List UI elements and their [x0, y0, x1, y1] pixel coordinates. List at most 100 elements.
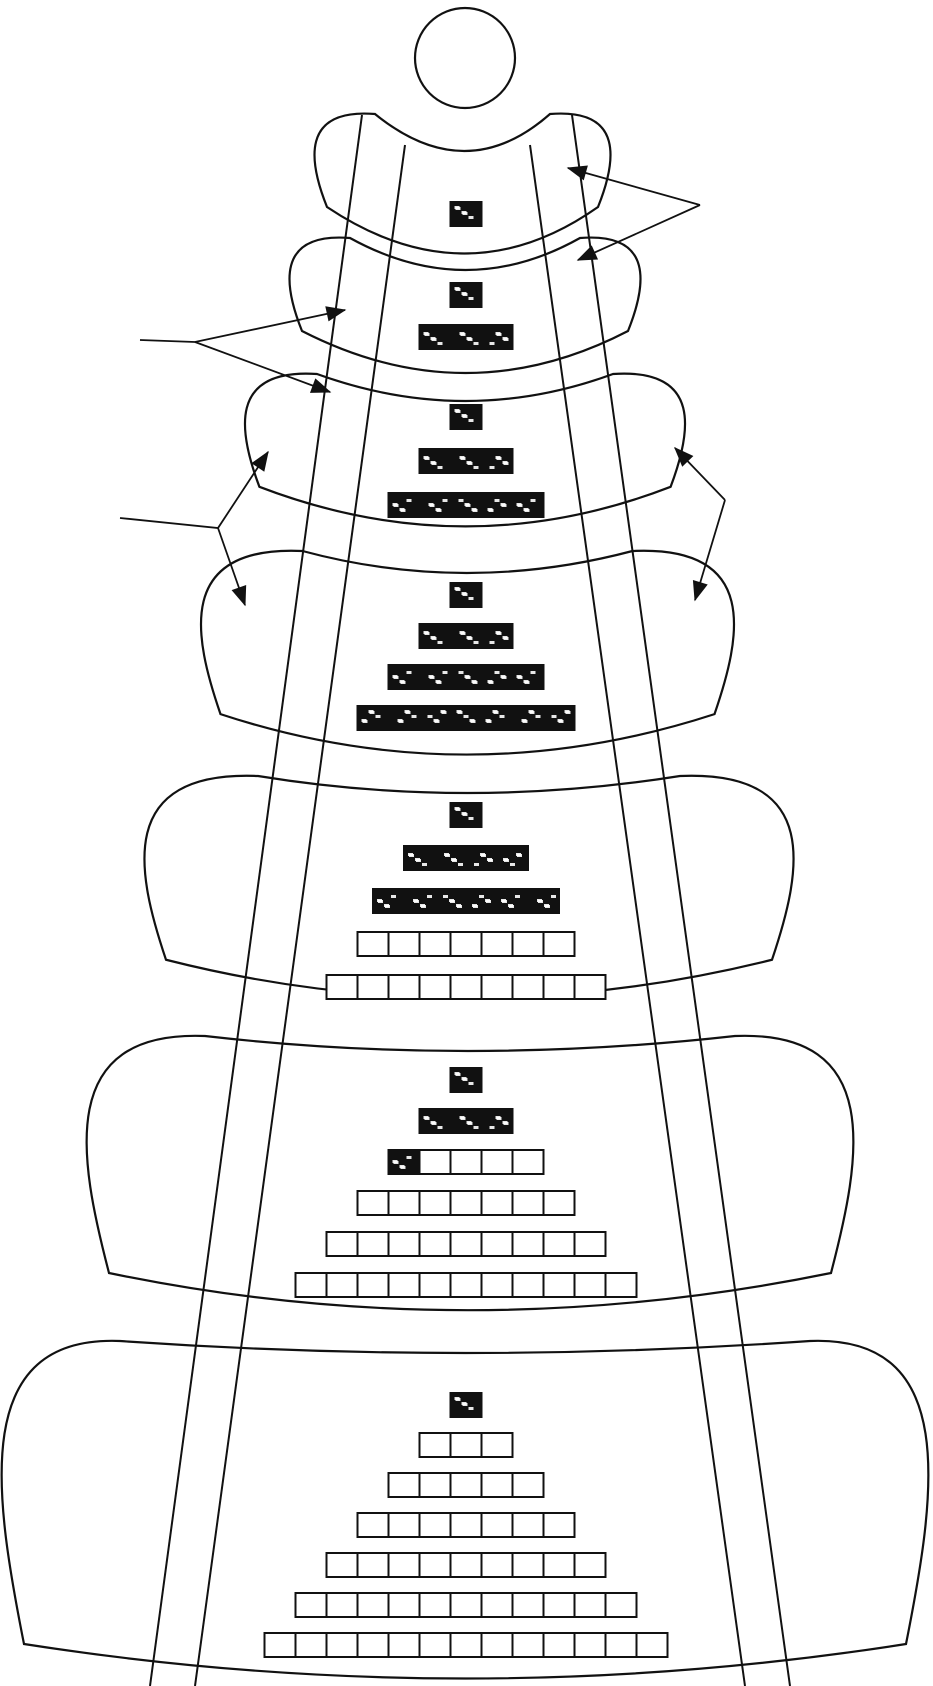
cell-glyph-mark	[455, 207, 461, 210]
empty-cell	[387, 1472, 421, 1498]
cell-glyph-mark	[535, 715, 541, 718]
empty-cell	[449, 931, 483, 957]
cell-glyph-mark	[517, 854, 522, 857]
cell-glyph-mark	[468, 817, 474, 820]
cell-glyph-mark	[462, 415, 468, 418]
cell-glyph-mark	[473, 905, 478, 908]
cell-glyph-mark	[479, 895, 484, 898]
cell-glyph-mark	[437, 641, 443, 644]
cell-glyph-mark	[375, 715, 381, 718]
cell-glyph-mark	[489, 342, 495, 345]
empty-cell	[356, 1272, 390, 1298]
filled-cell	[449, 448, 483, 474]
cell-glyph-mark	[496, 632, 502, 635]
cell-glyph-mark	[424, 457, 430, 460]
cell-glyph-mark	[545, 905, 550, 908]
empty-cell	[418, 1231, 452, 1257]
filled-cell	[480, 324, 514, 350]
empty-cell	[542, 1512, 576, 1538]
cell-glyph-mark	[496, 457, 502, 460]
cell-glyph-mark	[481, 854, 486, 857]
empty-cell	[542, 1272, 576, 1298]
filled-cell	[449, 623, 483, 649]
cell-glyph-mark	[503, 637, 509, 640]
empty-cell	[480, 1149, 514, 1175]
empty-cell	[573, 974, 607, 1000]
cell-glyph-mark	[472, 681, 478, 684]
cell-glyph-mark	[431, 637, 437, 640]
empty-cell	[511, 974, 545, 1000]
filled-cell	[480, 664, 514, 690]
empty-cell	[356, 974, 390, 1000]
tier-band-5	[143, 774, 795, 999]
cell-glyph-mark	[450, 900, 455, 903]
rail-layer	[149, 114, 791, 1686]
cell-glyph-mark	[406, 499, 412, 502]
cell-glyph-mark	[494, 671, 500, 674]
cell-glyph-mark	[462, 1078, 468, 1081]
empty-cell	[387, 974, 421, 1000]
empty-cell	[449, 1272, 483, 1298]
cell-glyph-mark	[489, 1126, 495, 1129]
empty-cell	[511, 1552, 545, 1578]
cell-glyph-mark	[405, 711, 411, 714]
empty-cell	[356, 931, 390, 957]
filled-cell	[418, 705, 452, 731]
cell-glyph-mark	[524, 681, 530, 684]
cell-glyph-mark	[474, 863, 479, 866]
cell-glyph-mark	[378, 900, 383, 903]
cell-glyph-mark	[472, 509, 478, 512]
empty-cell	[387, 1592, 421, 1618]
empty-cell	[449, 1149, 483, 1175]
cell-glyph-mark	[468, 597, 474, 600]
empty-cell	[325, 974, 359, 1000]
filled-cell	[542, 705, 576, 731]
leader-left-d-arrowhead	[231, 584, 247, 607]
filled-cell	[480, 448, 514, 474]
empty-cell	[511, 1231, 545, 1257]
empty-cell	[387, 1552, 421, 1578]
cell-glyph-mark	[424, 333, 430, 336]
empty-cell	[418, 931, 452, 957]
cell-glyph-mark	[424, 1117, 430, 1120]
empty-cell	[325, 1592, 359, 1618]
empty-cell	[480, 1472, 514, 1498]
cell-glyph-mark	[431, 1122, 437, 1125]
empty-cell	[356, 1592, 390, 1618]
cell-glyph-mark	[515, 895, 520, 898]
empty-cell	[418, 1472, 452, 1498]
empty-cell	[511, 1632, 545, 1658]
cell-glyph-mark	[501, 676, 507, 679]
cell-glyph-mark	[565, 711, 571, 714]
cell-glyph-mark	[455, 410, 461, 413]
tower-rail-4	[571, 114, 791, 1686]
filled-cell	[465, 888, 498, 914]
cell-glyph-mark	[467, 462, 473, 465]
cell-glyph-mark	[460, 1117, 466, 1120]
cell-glyph-mark	[468, 1082, 474, 1085]
empty-cell	[449, 1432, 483, 1458]
empty-cell	[511, 1472, 545, 1498]
cell-glyph-mark	[460, 333, 466, 336]
cell-glyph-mark	[429, 504, 435, 507]
empty-cell	[325, 1231, 359, 1257]
empty-cell	[418, 1632, 452, 1658]
cell-glyph-mark	[441, 711, 447, 714]
empty-cell	[387, 1272, 421, 1298]
cell-glyph-mark	[445, 854, 450, 857]
cell-glyph-mark	[411, 715, 417, 718]
empty-cell	[573, 1592, 607, 1618]
empty-cell	[604, 1272, 638, 1298]
cell-glyph-mark	[510, 863, 515, 866]
cell-glyph-mark	[458, 499, 464, 502]
cell-glyph-mark	[463, 715, 469, 718]
cell-glyph-mark	[398, 720, 404, 723]
empty-cell	[604, 1592, 638, 1618]
cell-glyph-mark	[437, 466, 443, 469]
tower-rail-2	[194, 144, 406, 1686]
cell-glyph-mark	[458, 671, 464, 674]
empty-cell	[635, 1632, 669, 1658]
cell-glyph-mark	[524, 509, 530, 512]
leader-right-a-arrowhead	[674, 447, 694, 467]
empty-cell	[387, 1632, 421, 1658]
